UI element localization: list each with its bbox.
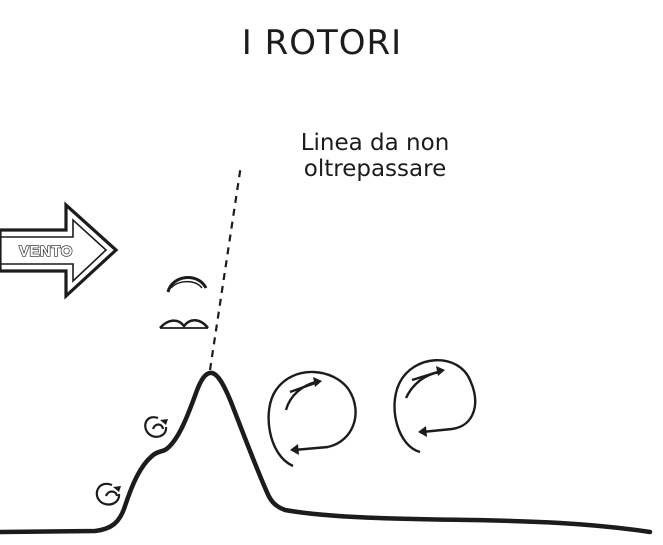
rotor-swirl-icon-2 <box>393 359 477 454</box>
glider-icon-lower <box>159 319 209 329</box>
small-rotor-icon-base <box>95 482 121 506</box>
diagram-title: I ROTORI <box>242 23 402 63</box>
line-label-line-2: oltrepassare <box>304 156 446 182</box>
wind-label: VENTO <box>19 243 73 260</box>
line-label-line-1: Linea da non <box>301 130 450 156</box>
glider-icon-upper <box>166 276 208 293</box>
do-not-cross-line <box>208 164 243 371</box>
small-rotor-icon-slope <box>144 416 168 438</box>
wind-arrow-icon <box>0 201 119 300</box>
terrain-ridge <box>0 370 653 535</box>
rotor-swirl-icon-1 <box>267 370 357 468</box>
